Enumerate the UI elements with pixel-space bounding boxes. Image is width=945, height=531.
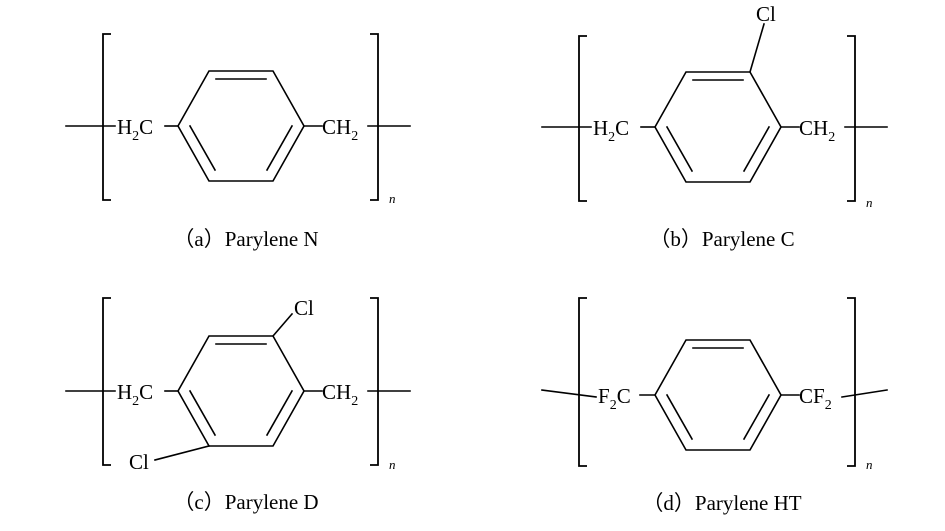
caption: （c）Parylene D bbox=[173, 490, 318, 514]
bracket-left bbox=[578, 35, 587, 202]
bracket-right bbox=[370, 297, 379, 466]
benzene-ring bbox=[654, 71, 782, 183]
bracket-left bbox=[102, 297, 111, 466]
structure-d-parylene-ht: F2C CF2 n （d）Parylene HT bbox=[541, 297, 888, 515]
bracket-right bbox=[370, 33, 379, 201]
right-group-label: CH2 bbox=[799, 116, 835, 145]
chain-bond-right bbox=[841, 389, 888, 398]
bracket-left bbox=[578, 297, 587, 467]
substituent-bottom-label: Cl bbox=[129, 450, 149, 474]
bracket-right bbox=[847, 297, 856, 467]
repeat-index: n bbox=[389, 457, 396, 472]
substituent-top-label: Cl bbox=[294, 296, 314, 320]
right-group-label: CF2 bbox=[799, 384, 832, 413]
caption: （b）Parylene C bbox=[649, 227, 794, 251]
structure-c-parylene-d: H2C Cl Cl CH2 n （c）Parylene D bbox=[65, 296, 411, 514]
structure-a-parylene-n: H2C CH2 n （a）Parylene N bbox=[65, 33, 411, 251]
structure-b-parylene-c: H2C Cl CH2 n （b）Parylene C bbox=[541, 2, 888, 251]
bracket-right bbox=[847, 35, 856, 202]
left-group-label: H2C bbox=[593, 116, 629, 145]
chain-bond-left bbox=[541, 389, 597, 398]
left-group-label: H2C bbox=[117, 115, 153, 144]
caption: （d）Parylene HT bbox=[642, 491, 801, 515]
benzene-ring bbox=[177, 70, 305, 182]
right-group-label: CH2 bbox=[322, 380, 358, 409]
repeat-index: n bbox=[866, 195, 873, 210]
substituent-top-label: Cl bbox=[756, 2, 776, 26]
right-group-label: CH2 bbox=[322, 115, 358, 144]
bond-ring-cl-bottom bbox=[154, 445, 210, 461]
left-group-label: F2C bbox=[598, 384, 631, 413]
benzene-ring bbox=[177, 335, 305, 447]
repeat-index: n bbox=[866, 457, 873, 472]
bond-ring-cl-top bbox=[271, 312, 294, 338]
bracket-left bbox=[102, 33, 111, 201]
benzene-ring bbox=[654, 339, 782, 451]
bond-ring-cl-top bbox=[749, 23, 765, 73]
left-group-label: H2C bbox=[117, 380, 153, 409]
repeat-index: n bbox=[389, 191, 396, 206]
caption: （a）Parylene N bbox=[173, 227, 318, 251]
